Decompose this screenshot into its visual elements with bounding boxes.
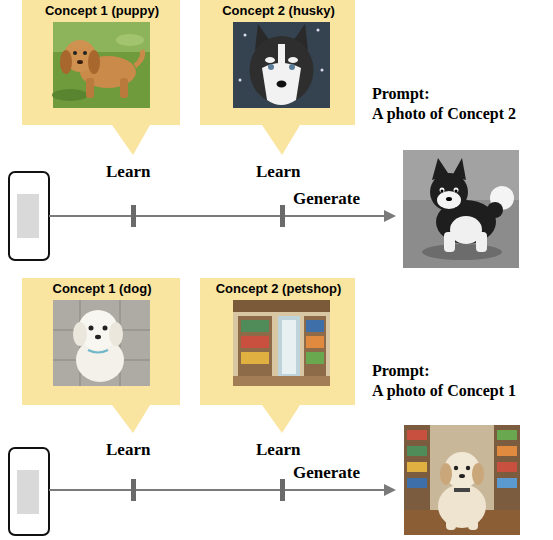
step-label: Generate <box>293 189 360 209</box>
concept-heading: Concept 2 (husky) <box>200 0 357 19</box>
step-label: Learn <box>256 440 300 460</box>
step-label: Learn <box>256 162 300 182</box>
concept-heading: Concept 1 (dog) <box>22 278 182 297</box>
prompt-text: Prompt: <box>372 361 429 381</box>
callout-bubble: Concept 1 (dog) <box>22 278 182 297</box>
dog-photo <box>53 300 150 386</box>
step-label: Learn <box>106 162 150 182</box>
prompt-text: Prompt: <box>372 84 429 104</box>
callout-bubble: Concept 1 (puppy) <box>22 0 182 19</box>
petshop-photo <box>233 300 330 386</box>
generated-image <box>404 425 520 535</box>
timeline-arrow <box>49 205 396 501</box>
prompt-text: A photo of Concept 1 <box>372 381 516 401</box>
generated-image <box>403 150 519 268</box>
concept-heading: Concept 2 (petshop) <box>200 278 357 297</box>
phone-icon <box>9 172 49 535</box>
puppy-photo <box>52 22 150 108</box>
step-label: Generate <box>293 463 360 483</box>
husky-photo <box>233 22 330 108</box>
concept-heading: Concept 1 (puppy) <box>22 0 182 19</box>
prompt-text: A photo of Concept 2 <box>372 104 516 124</box>
callout-bubble: Concept 2 (husky) <box>200 0 357 19</box>
step-label: Learn <box>106 440 150 460</box>
callout-bubble: Concept 2 (petshop) <box>200 278 357 297</box>
